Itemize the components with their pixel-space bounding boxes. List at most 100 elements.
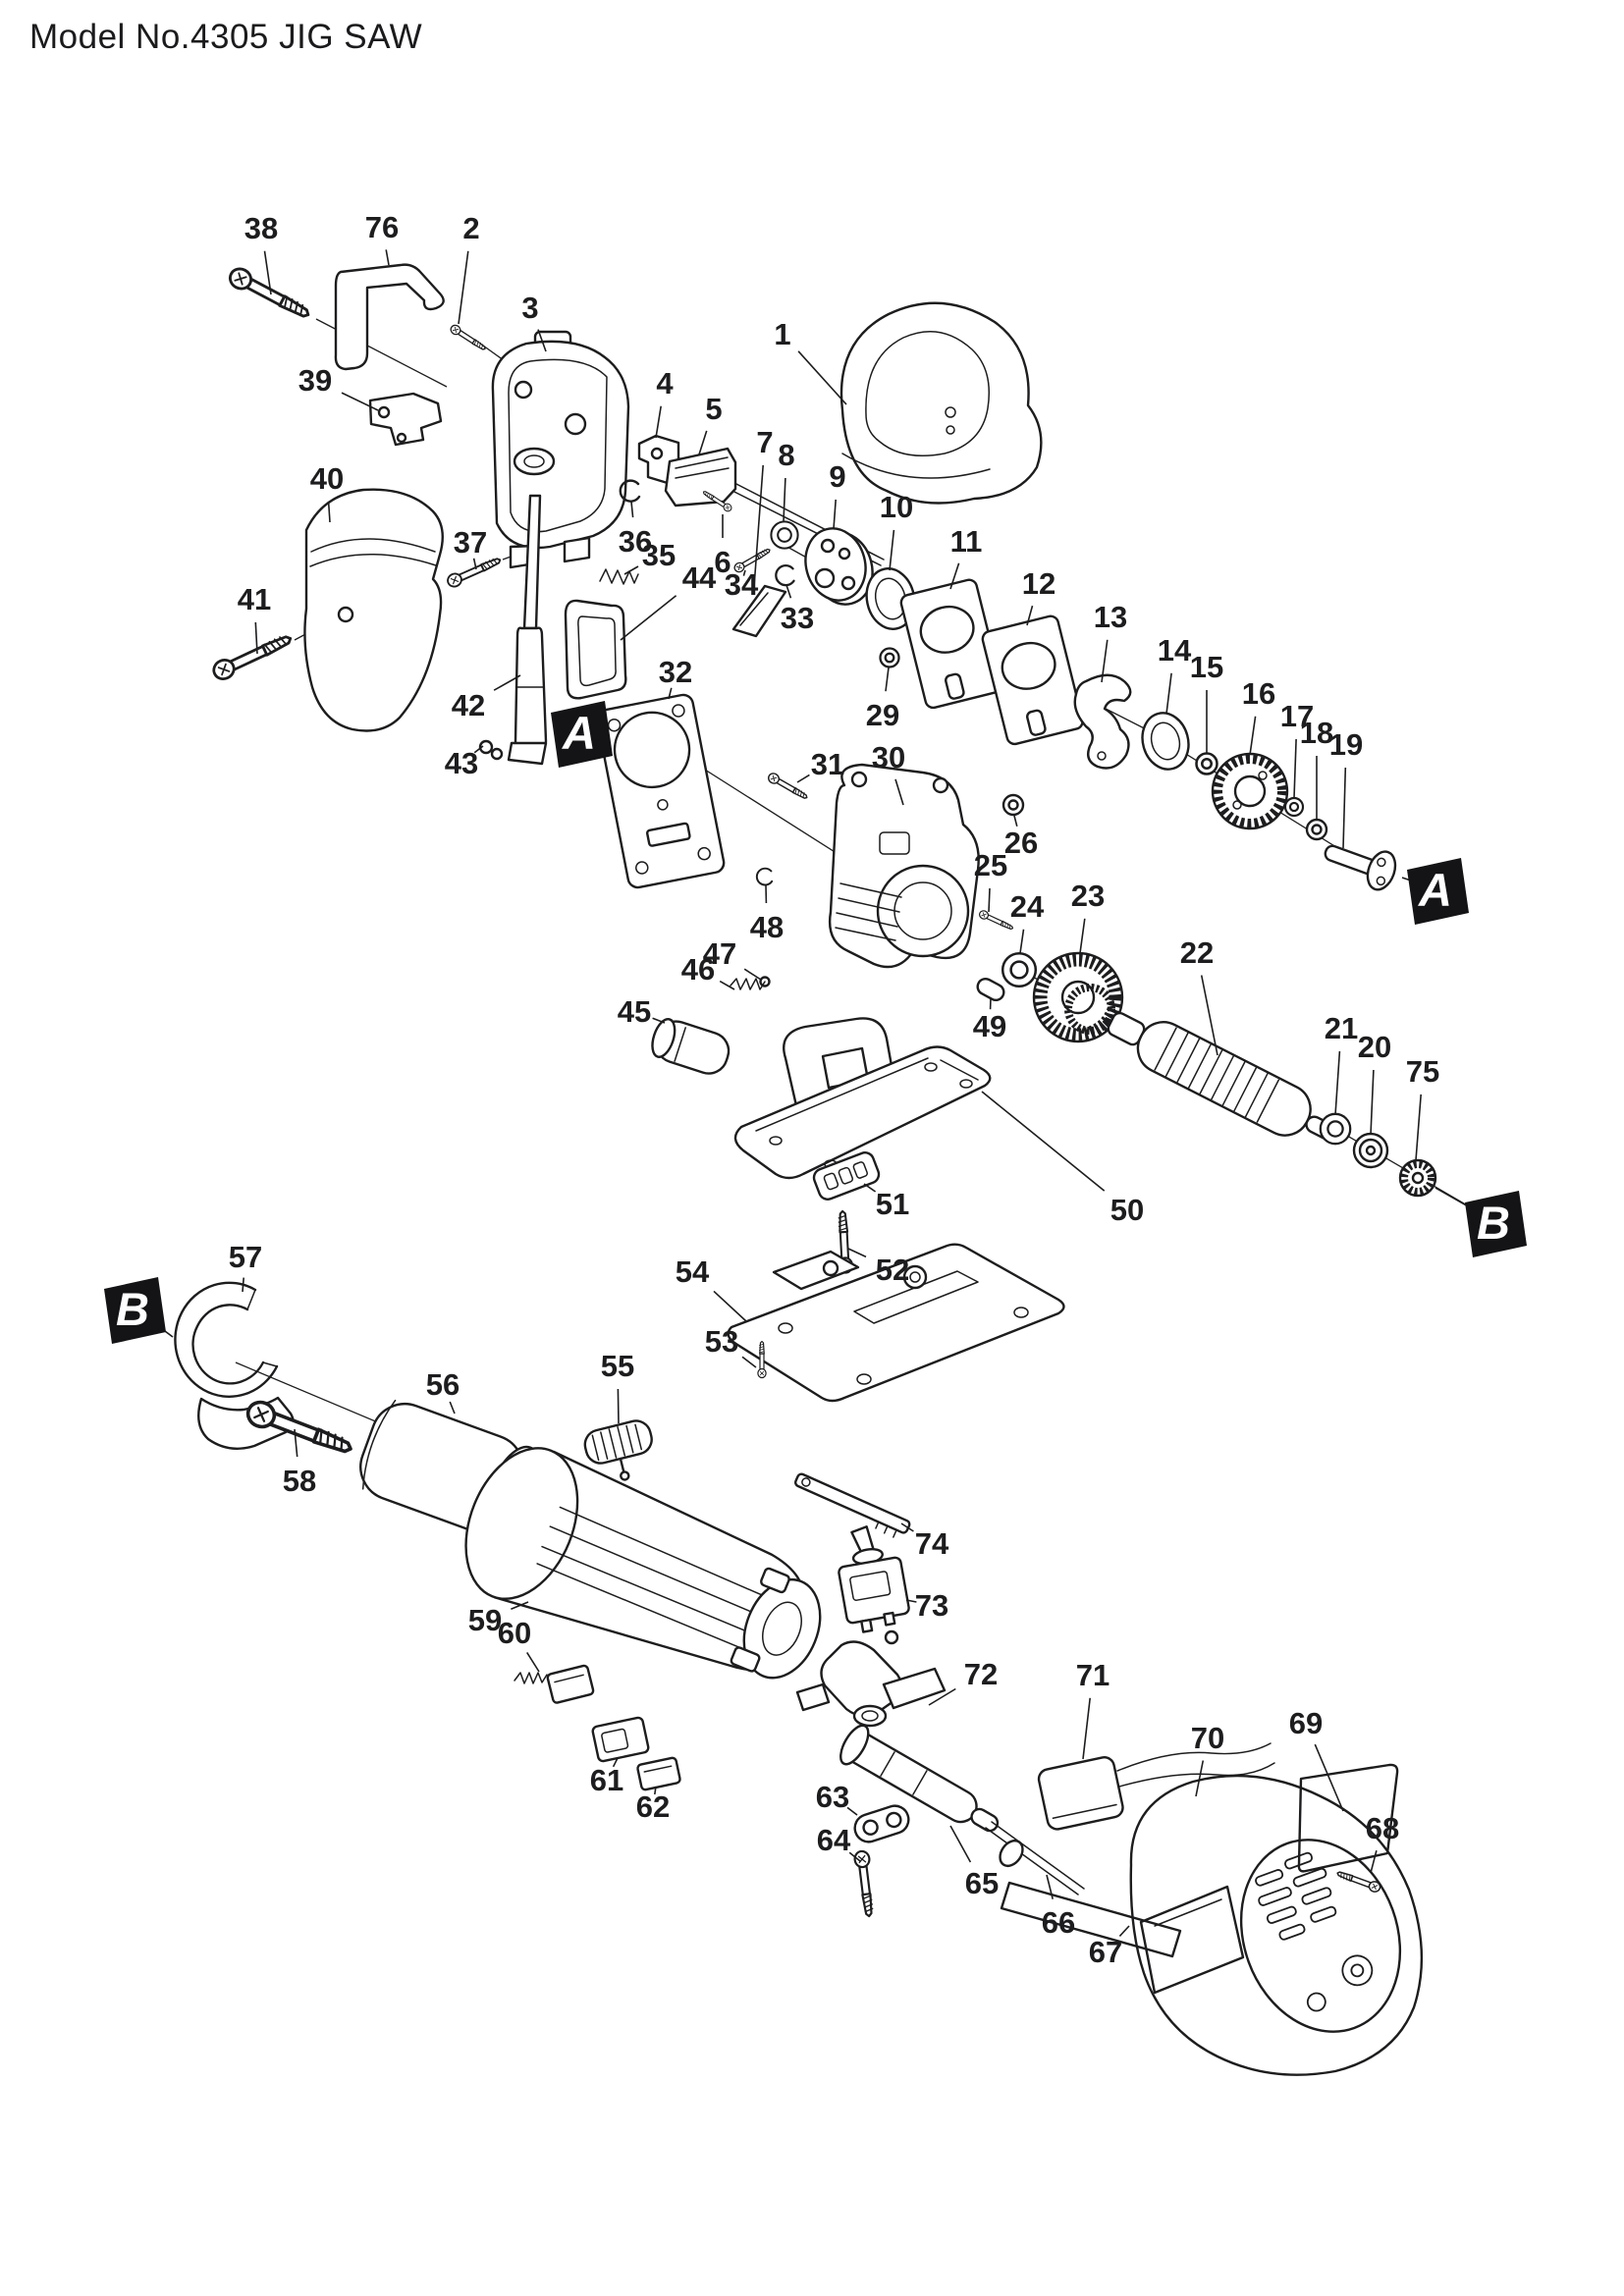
part-72-roller-lever (795, 1640, 947, 1728)
section-marker-letter-0: A (562, 707, 596, 759)
part-label-14: 14 (1158, 633, 1192, 667)
section-marker-b-3 (1465, 1191, 1527, 1257)
leader-line-39 (341, 392, 379, 411)
leader-line-72 (928, 1687, 956, 1706)
part-71-condenser (1037, 1742, 1275, 1831)
part-label-3: 3 (521, 291, 538, 325)
part-46-spring (730, 978, 766, 990)
section-marker-a-1 (1407, 858, 1469, 925)
part-label-4: 4 (656, 366, 674, 400)
part-39-holder-bracket (368, 392, 443, 447)
leader-line-69 (1314, 1743, 1344, 1812)
part-21-bearing (1319, 1112, 1352, 1146)
leader-line-71 (1082, 1697, 1091, 1760)
leader-line-2 (458, 250, 469, 325)
part-43-pin (478, 739, 504, 761)
part-label-44: 44 (682, 561, 717, 595)
part-label-13: 13 (1094, 600, 1127, 634)
part-1-dust-cover (839, 301, 1043, 505)
leader-line-17 (1293, 738, 1297, 799)
part-38-screw (225, 263, 314, 325)
part-label-45: 45 (618, 994, 651, 1029)
part-label-76: 76 (365, 210, 399, 244)
leader-line-74 (900, 1522, 914, 1532)
part-label-60: 60 (498, 1616, 531, 1650)
part-18-washer (1305, 818, 1328, 841)
part-66-rod (985, 1821, 1085, 1896)
leader-line-7 (753, 464, 764, 588)
part-label-1: 1 (774, 317, 790, 351)
leader-line-11 (949, 562, 960, 590)
leader-line-64 (848, 1851, 861, 1862)
part-69-nameplate (1297, 1763, 1399, 1873)
leader-line-53 (741, 1356, 757, 1368)
part-label-16: 16 (1242, 676, 1275, 711)
leader-line-52 (847, 1248, 867, 1258)
part-44-guide-holder (564, 599, 627, 700)
part-label-19: 19 (1329, 727, 1363, 762)
part-label-43: 43 (445, 746, 478, 780)
leader-line-50 (981, 1091, 1106, 1192)
part-label-12: 12 (1022, 566, 1056, 601)
leader-line-51 (863, 1183, 877, 1193)
part-label-63: 63 (816, 1780, 849, 1814)
part-label-52: 52 (876, 1253, 909, 1287)
part-label-59: 59 (468, 1603, 502, 1637)
leader-line-36 (630, 501, 634, 518)
part-50-base-assembly (733, 1017, 992, 1180)
leader-line-73 (905, 1599, 917, 1603)
part-label-38: 38 (244, 211, 278, 245)
part-63-eyelet (853, 1804, 910, 1843)
leader-line-5 (698, 430, 708, 455)
part-35-spring (599, 568, 639, 585)
leader-line-62 (654, 1786, 657, 1795)
part-19-shaft (1324, 844, 1397, 891)
part-41-screw (209, 628, 297, 684)
leader-line-4 (655, 405, 662, 439)
leader-line-21 (1334, 1050, 1341, 1116)
part-7-guide-plate (731, 584, 787, 638)
part-label-69: 69 (1289, 1706, 1323, 1740)
part-59-motor-housing (464, 1447, 822, 1680)
part-label-6: 6 (714, 545, 731, 579)
leader-line-67 (1118, 1925, 1130, 1937)
section-marker-letter-3: B (1477, 1197, 1510, 1249)
part-label-36: 36 (619, 524, 652, 559)
leader-line-10 (889, 529, 895, 571)
leader-line-33 (785, 584, 792, 599)
part-label-10: 10 (880, 490, 913, 524)
part-label-56: 56 (426, 1367, 460, 1402)
part-8-bearing (770, 520, 799, 550)
leader-line-75 (1415, 1094, 1422, 1161)
page-title: Model No.4305 JIG SAW (29, 18, 423, 56)
leader-line-30 (894, 778, 904, 806)
part-label-57: 57 (229, 1240, 262, 1274)
part-2-screw (448, 322, 489, 353)
part-17-sleeve (1283, 796, 1305, 818)
part-label-67: 67 (1089, 1935, 1122, 1969)
part-label-48: 48 (750, 910, 784, 944)
part-67-nameplate (1000, 1881, 1182, 1958)
part-65-plunger (839, 1724, 1000, 1833)
part-label-9: 9 (829, 459, 845, 494)
part-25-screw (977, 908, 1015, 934)
part-13-lever (1073, 673, 1132, 770)
leader-line-66 (1046, 1874, 1054, 1899)
leader-line-56 (449, 1401, 456, 1415)
leader-line-13 (1101, 639, 1109, 683)
section-marker-leader-1 (1401, 877, 1410, 881)
part-label-41: 41 (238, 582, 271, 616)
part-16-gear (1211, 752, 1289, 830)
part-label-18: 18 (1300, 716, 1333, 750)
part-label-53: 53 (705, 1324, 738, 1359)
leader-line-58 (294, 1428, 298, 1458)
leader-line-42 (493, 674, 521, 691)
leader-line-8 (783, 477, 786, 522)
leader-line-59 (511, 1601, 529, 1610)
part-61-brush-holder (591, 1716, 650, 1763)
part-label-15: 15 (1190, 650, 1223, 684)
part-label-74: 74 (915, 1526, 949, 1561)
part-49-pin (976, 977, 1005, 1002)
part-64-screw (852, 1848, 878, 1919)
